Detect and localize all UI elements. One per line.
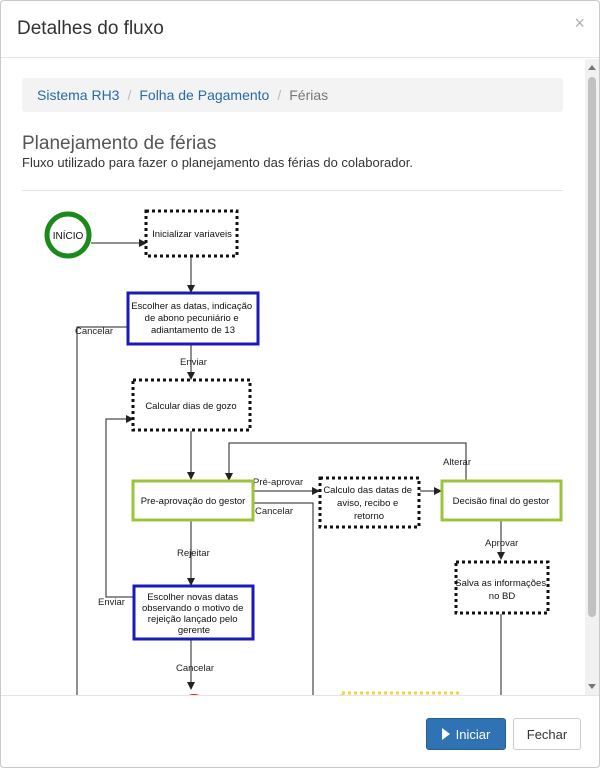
node-calculate-dates[interactable]: Calculo das datas de aviso, recibo e ret… bbox=[318, 476, 421, 529]
breadcrumb-item-folha-de-pagamento[interactable]: Folha de Pagamento bbox=[139, 87, 270, 103]
edge-label-rejeitar: Rejeitar bbox=[177, 548, 210, 559]
node-calculate-days[interactable]: Calcular dias de gozo bbox=[131, 378, 252, 432]
node-label-line: adiantamento de 13 bbox=[151, 325, 235, 336]
breadcrumb-item-sistema-rh3[interactable]: Sistema RH3 bbox=[37, 87, 120, 103]
node-label-line: retorno bbox=[354, 511, 384, 522]
edge-cancel-preapproval bbox=[254, 502, 314, 695]
close-button[interactable]: Fechar bbox=[513, 718, 581, 750]
modal-body: Sistema RH3 / Folha de Pagamento / Férias Pl… bbox=[1, 59, 599, 695]
start-button-label: Iniciar bbox=[455, 726, 491, 742]
node-manager-final-decision[interactable]: Decisão final do gestor bbox=[440, 479, 563, 522]
node-label-line: gerente bbox=[178, 625, 210, 636]
play-icon bbox=[441, 728, 450, 740]
flow-description: Fluxo utilizado para fazer o planejament… bbox=[22, 155, 413, 170]
edge-cancel-choose bbox=[76, 326, 128, 695]
modal-header: Detalhes do fluxo × bbox=[1, 1, 599, 58]
edge-label-alterar: Alterar bbox=[443, 457, 471, 468]
scroll-thumb[interactable] bbox=[588, 77, 596, 617]
node-label-line: observando o motivo de bbox=[142, 603, 243, 614]
edge-label-enviar: Enviar bbox=[180, 357, 207, 368]
edge-alter bbox=[225, 442, 467, 481]
svg-text:Salva as informações: Salva as informações no BD bbox=[455, 578, 548, 602]
modal-title: Detalhes do fluxo bbox=[17, 18, 164, 39]
node-label-line: Salva as informações bbox=[455, 578, 546, 589]
node-choose-dates[interactable]: Escolher as datas, indicação de abono pe… bbox=[126, 291, 260, 346]
node-label-line: Calculo das datas de bbox=[323, 485, 412, 496]
node-label-line: Escolher novas datas bbox=[147, 592, 238, 603]
breadcrumb-item-ferias: Férias bbox=[289, 87, 329, 103]
node-label: Pre-aprovação do gestor bbox=[141, 496, 246, 507]
breadcrumb-separator: / bbox=[277, 87, 282, 103]
scroll-up-arrow-icon[interactable] bbox=[588, 65, 596, 70]
node-label-line: no BD bbox=[489, 591, 516, 602]
edge-label-aprovar: Aprovar bbox=[485, 538, 518, 549]
node-label: Calcular dias de gozo bbox=[145, 401, 236, 412]
node-label: Inicializar variaveis bbox=[152, 229, 232, 240]
node-choose-new-dates[interactable]: Escolher novas datas observando o motivo… bbox=[132, 584, 255, 641]
edge-label-enviar: Enviar bbox=[98, 597, 125, 608]
node-label-line: rejeição lançado pelo bbox=[148, 614, 238, 625]
node-manager-preapproval[interactable]: Pre-aprovação do gestor bbox=[131, 479, 255, 522]
diagram-edges bbox=[76, 239, 505, 695]
breadcrumb-separator: / bbox=[127, 87, 132, 103]
edge-resend bbox=[105, 415, 134, 598]
start-button[interactable]: Iniciar bbox=[426, 718, 506, 750]
edge-label-cancelar: Cancelar bbox=[75, 326, 113, 337]
svg-text:Escolher as datas, indicação: Escolher as datas, indicação de abono pe… bbox=[131, 301, 255, 336]
close-icon[interactable]: × bbox=[574, 13, 585, 33]
node-label: Decisão final do gestor bbox=[453, 496, 550, 507]
edge-label-cancelar: Cancelar bbox=[255, 506, 293, 517]
svg-text:Calculo das datas de: Calculo das datas de aviso, recibo e ret… bbox=[323, 485, 414, 522]
node-label-line: Escolher as datas, indicação bbox=[131, 301, 252, 312]
breadcrumb: Sistema RH3 / Folha de Pagamento / Férias bbox=[22, 78, 563, 112]
edge-label-cancelar: Cancelar bbox=[176, 663, 214, 674]
node-label-line: de abono pecuniário e bbox=[145, 313, 239, 324]
modal-footer: Iniciar Fechar bbox=[1, 695, 599, 767]
node-end[interactable] bbox=[179, 694, 209, 695]
edge-label-pre-aprovar: Pré-aprovar bbox=[253, 477, 303, 488]
node-label-line: aviso, recibo e bbox=[337, 498, 398, 509]
node-save-info[interactable]: Salva as informações no BD bbox=[454, 560, 550, 615]
scroll-down-arrow-icon[interactable] bbox=[588, 684, 596, 689]
node-start[interactable]: INÍCIO bbox=[44, 211, 92, 259]
flow-title: Planejamento de férias bbox=[22, 133, 217, 154]
node-start-label: INÍCIO bbox=[53, 229, 84, 242]
vertical-scrollbar[interactable] bbox=[585, 59, 599, 695]
svg-text:Escolher novas datas: Escolher novas datas observando o motivo… bbox=[142, 592, 246, 636]
node-initialize-variables[interactable]: Inicializar variaveis bbox=[144, 209, 239, 258]
divider bbox=[22, 190, 563, 191]
flow-diagram: Enviar Cancelar Pré-aprovar Cancelar Alt… bbox=[44, 209, 563, 695]
